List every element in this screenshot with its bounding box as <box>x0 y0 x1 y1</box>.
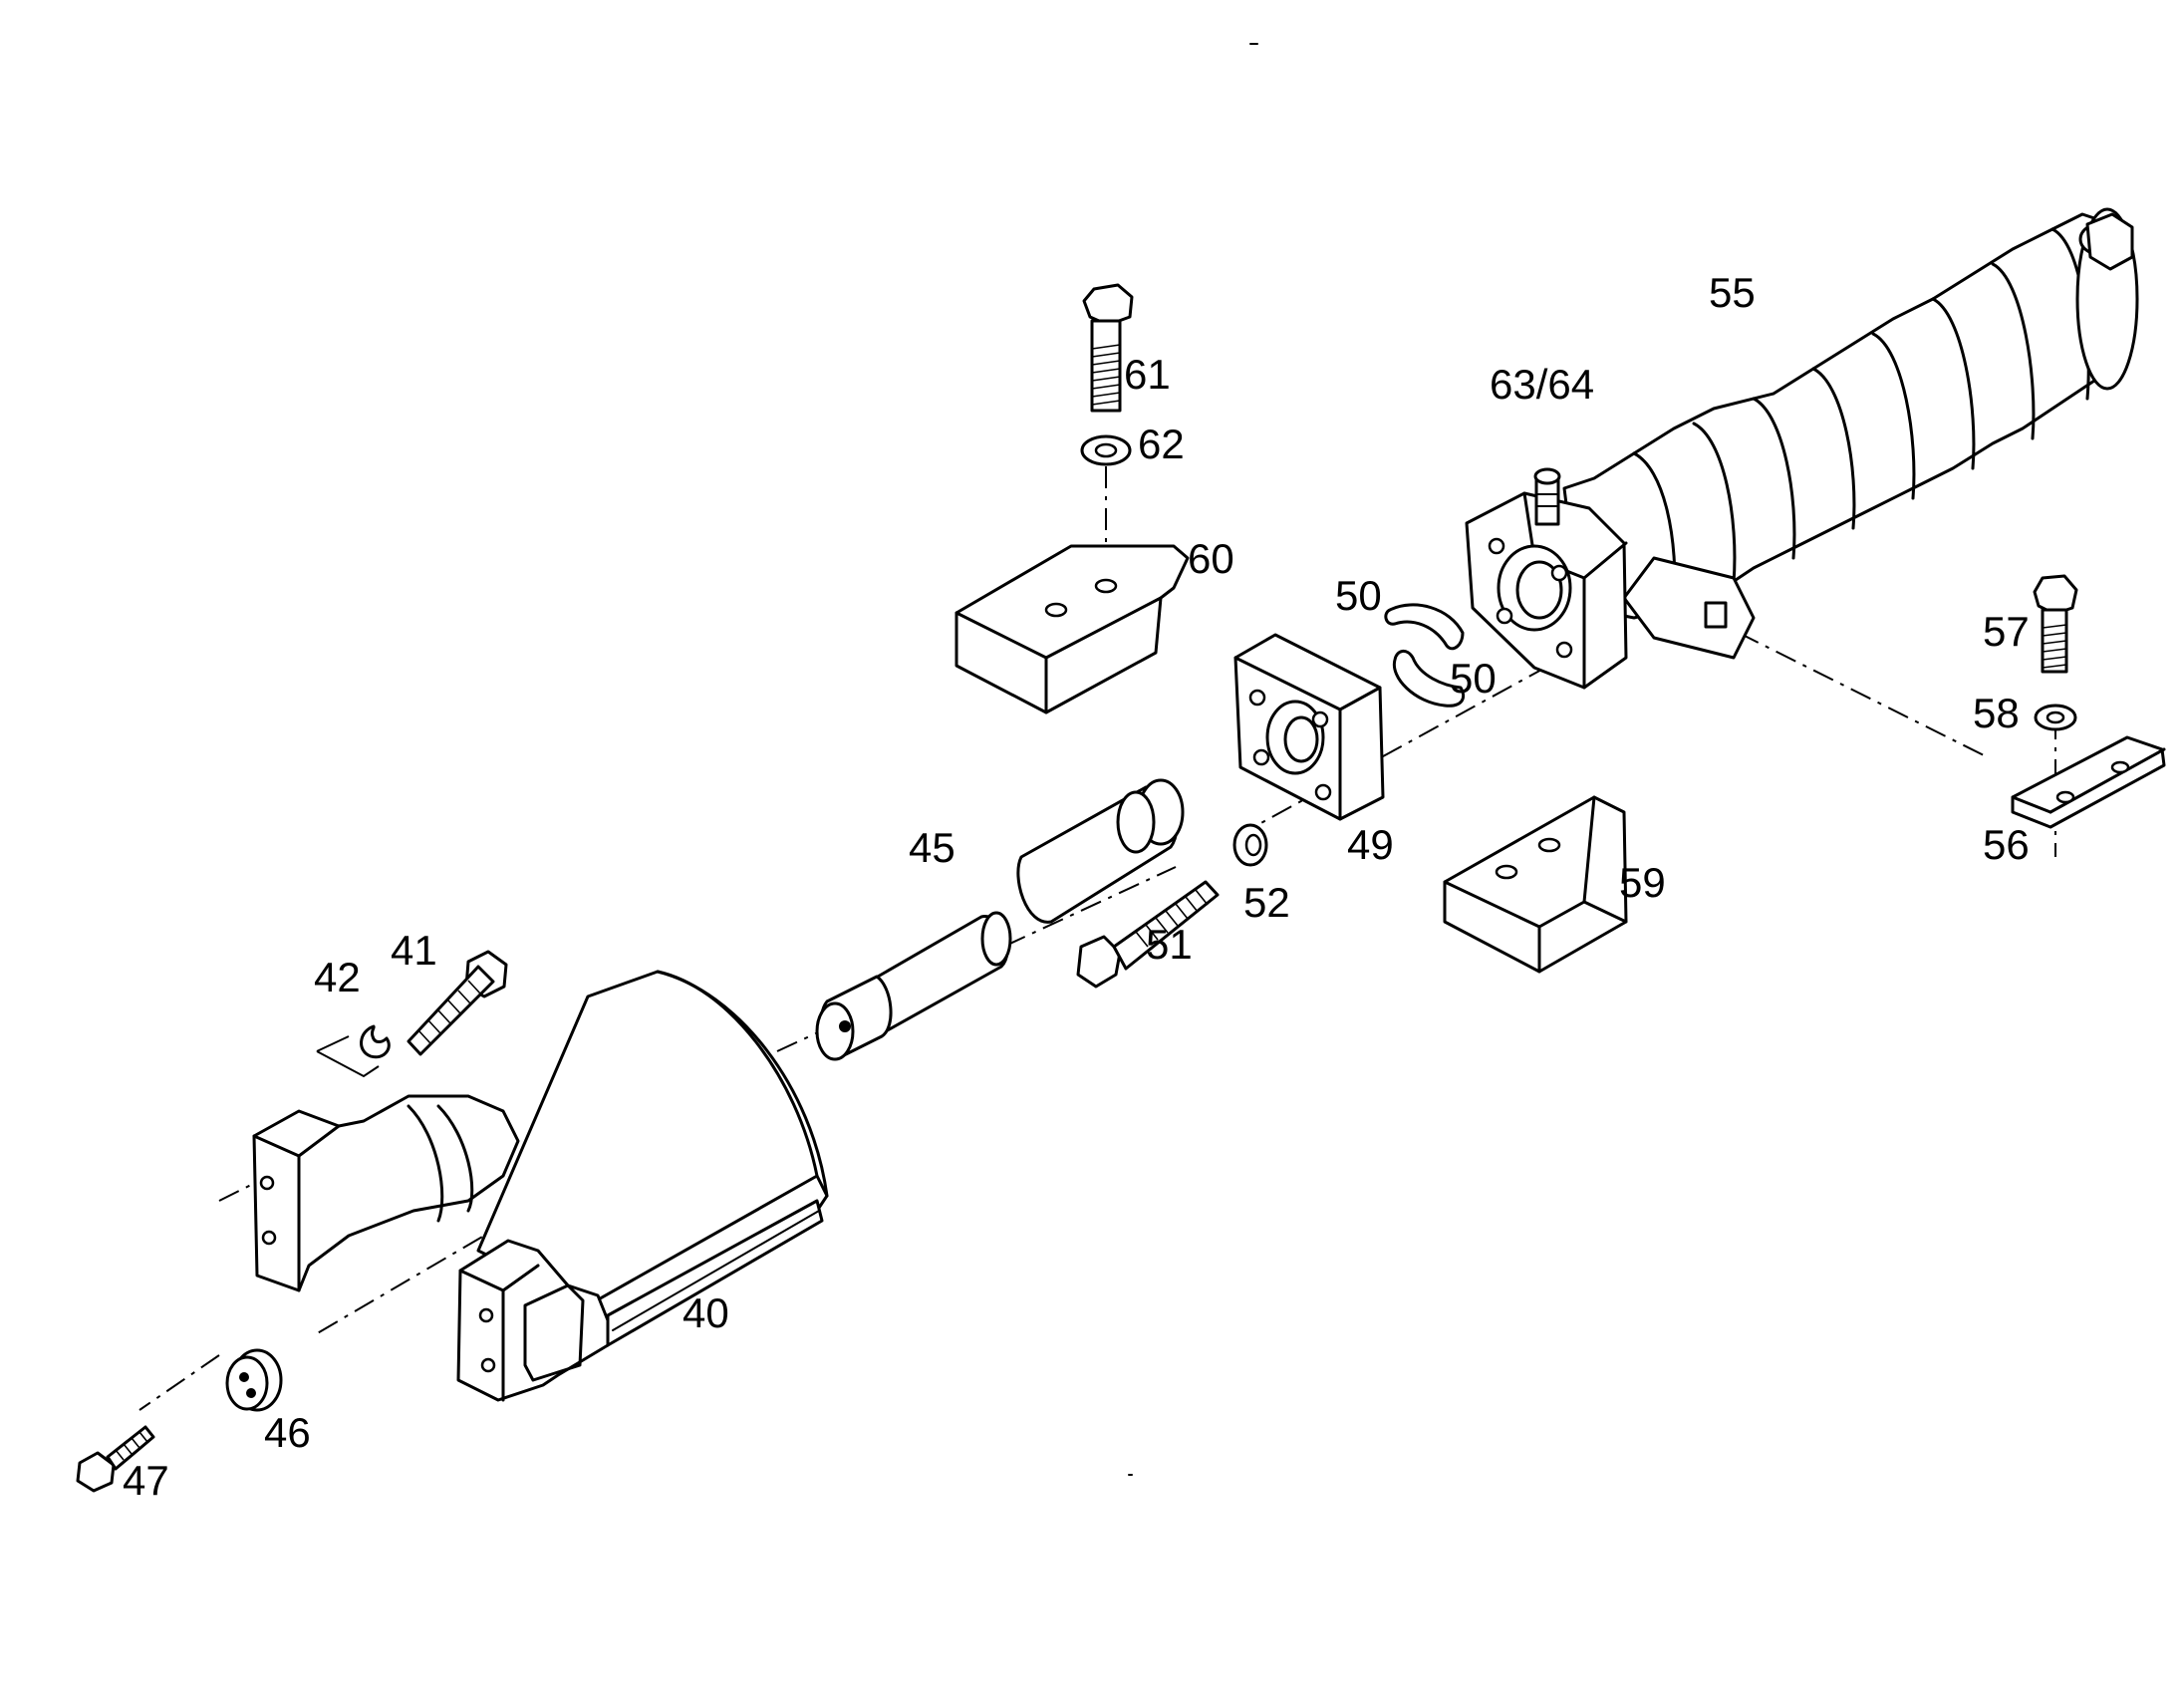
part-61-bolt <box>1082 283 1134 413</box>
callout-59: 59 <box>1619 859 1666 906</box>
part-50-half-ring-upper <box>1384 603 1465 651</box>
part-60-guide-block <box>955 544 1190 714</box>
callout-55: 55 <box>1709 269 1756 316</box>
part-47-bolt <box>76 1425 155 1493</box>
callout-51: 51 <box>1146 921 1193 968</box>
callout-45: 45 <box>909 824 956 871</box>
callout-58: 58 <box>1973 690 2020 736</box>
callout-62: 62 <box>1138 421 1185 467</box>
part-63-64-grease-fitting-flange <box>1465 467 1628 690</box>
callout-40: 40 <box>682 1289 729 1336</box>
part-62-lock-washer <box>1080 434 1132 466</box>
callout-63-64: 63/64 <box>1490 361 1594 408</box>
part-42-lock-washer <box>360 1024 391 1059</box>
callout-56: 56 <box>1983 821 2030 868</box>
part-58-lock-washer <box>2034 704 2077 731</box>
callout-50-lower: 50 <box>1450 655 1497 702</box>
callout-52: 52 <box>1243 879 1290 926</box>
callout-60: 60 <box>1188 535 1234 582</box>
part-52-washer <box>1232 823 1268 867</box>
part-51-bolt <box>1076 880 1220 989</box>
callout-49: 49 <box>1347 821 1394 868</box>
callout-61: 61 <box>1124 351 1171 398</box>
part-40-idler-wheel-bracket <box>252 970 829 1402</box>
callout-50-upper: 50 <box>1335 572 1382 619</box>
callout-labels: 40 41 42 45 46 47 49 50 50 51 52 55 56 5… <box>123 269 2030 1504</box>
part-45-cylinder-rod <box>815 778 1185 1061</box>
part-41-bolt <box>407 950 508 1056</box>
callout-41: 41 <box>391 927 437 974</box>
part-57-bolt <box>2033 574 2078 674</box>
part-59-guide-block <box>1443 795 1628 974</box>
callout-46: 46 <box>264 1409 311 1456</box>
part-50-half-ring-lower <box>1392 650 1466 708</box>
part-49-flange-plate <box>1233 633 1385 821</box>
callout-42: 42 <box>314 954 361 1000</box>
callout-47: 47 <box>123 1457 169 1504</box>
part-55-recoil-spring <box>1562 207 2139 660</box>
part-56-plate <box>2011 735 2166 829</box>
part-46-thrust-washer <box>225 1348 283 1412</box>
callout-57: 57 <box>1983 608 2030 655</box>
